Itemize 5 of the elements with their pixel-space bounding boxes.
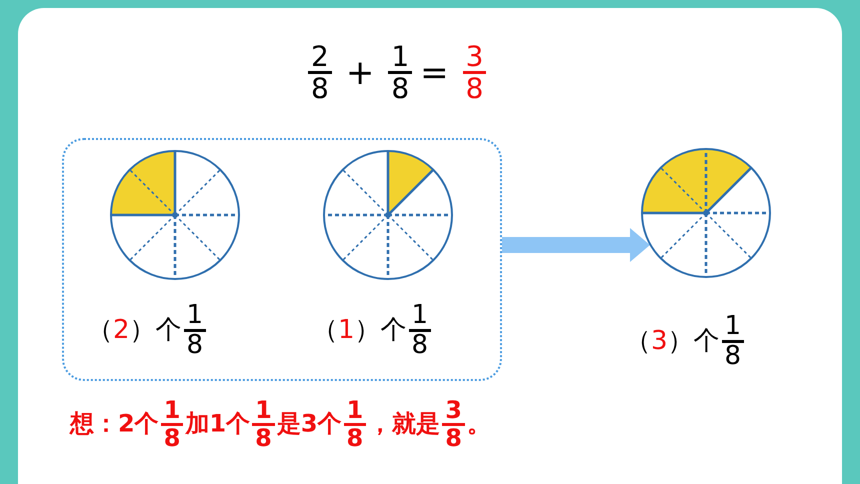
dotted-group-box [62,138,502,381]
block-arrow [502,228,650,262]
fraction-circle-drawing [640,147,772,279]
fraction-circle-drawing [322,149,454,281]
fraction-circle-drawing [109,149,241,281]
